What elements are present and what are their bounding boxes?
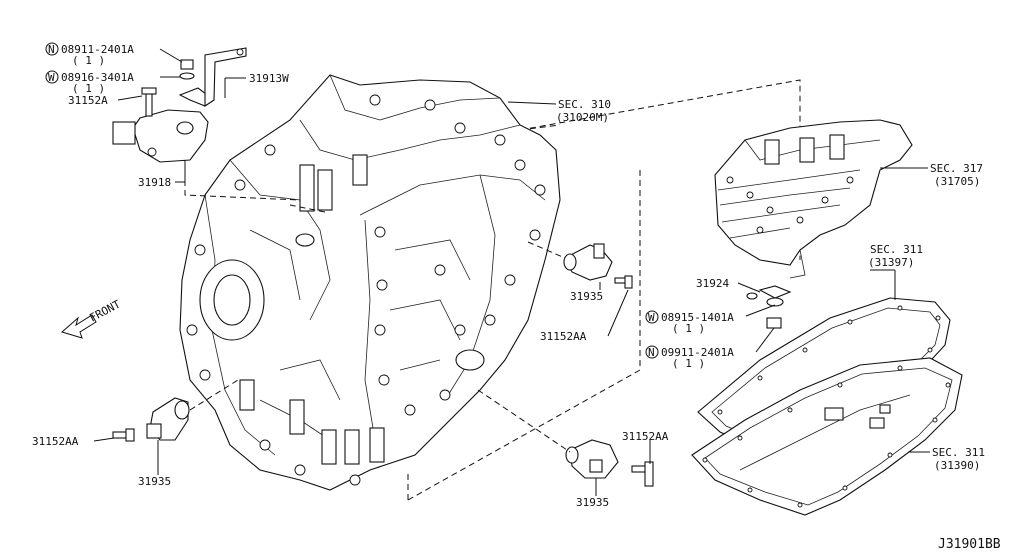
front-arrow bbox=[60, 314, 97, 339]
label-sec-311-top: SEC. 311 bbox=[870, 243, 923, 256]
bracket-31913w bbox=[178, 47, 247, 108]
label-31152aa-mid: 31152AA bbox=[540, 330, 587, 343]
label-31913w: 31913W bbox=[249, 72, 289, 85]
label-08916-3401a: 08916-3401A bbox=[61, 71, 134, 84]
sensor-31935-left bbox=[112, 397, 190, 442]
label-sec-311-bottom-ref: (31390) bbox=[934, 459, 980, 472]
label-sec-310: SEC. 310 bbox=[558, 98, 611, 111]
transmission-case bbox=[179, 74, 561, 491]
n-marker-top bbox=[45, 42, 59, 56]
n-marker-mid-letter: N bbox=[648, 346, 655, 359]
label-31935-left: 31935 bbox=[138, 475, 171, 488]
label-31924: 31924 bbox=[696, 277, 729, 290]
label-08915-1401a: 08915-1401A bbox=[661, 311, 734, 324]
qty-08915-1401a: ( 1 ) bbox=[672, 322, 705, 335]
oil-pan bbox=[691, 357, 963, 516]
w-marker-mid bbox=[645, 310, 659, 324]
label-sec-317: SEC. 317 bbox=[930, 162, 983, 175]
label-sec-317-ref: (31705) bbox=[934, 175, 980, 188]
diagram-code: J31901BB bbox=[938, 537, 1001, 552]
label-31918: 31918 bbox=[138, 176, 171, 189]
sensor-31935-bottom bbox=[565, 439, 654, 487]
label-sec-311-bottom: SEC. 311 bbox=[932, 446, 985, 459]
valve-body-fasteners bbox=[746, 285, 792, 329]
nut-and-washer-top bbox=[179, 59, 195, 80]
qty-08911-2401a-top: ( 1 ) bbox=[72, 54, 105, 67]
w-marker-top-letter: W bbox=[48, 71, 55, 84]
label-09911-2401a: 09911-2401A bbox=[661, 346, 734, 359]
n-marker-mid bbox=[645, 345, 659, 359]
control-valve-body bbox=[714, 119, 913, 279]
front-label: FRONT bbox=[87, 297, 123, 324]
label-08911-2401a-top: 08911-2401A bbox=[61, 43, 134, 56]
label-31152a: 31152A bbox=[68, 94, 108, 107]
label-sec-310-ref: (31020M) bbox=[556, 111, 609, 124]
speed-sensor-assembly-31918 bbox=[112, 87, 209, 163]
sensor-31935-mid bbox=[563, 243, 633, 289]
n-marker-top-letter: N bbox=[48, 43, 55, 56]
label-31935-bottom: 31935 bbox=[576, 496, 609, 509]
label-31152aa-bottom: 31152AA bbox=[622, 430, 669, 443]
w-marker-mid-letter: W bbox=[648, 311, 655, 324]
qty-08916-3401a: ( 1 ) bbox=[72, 82, 105, 95]
leader-lines bbox=[93, 48, 930, 496]
label-31935-mid: 31935 bbox=[570, 290, 603, 303]
label-31152aa-left: 31152AA bbox=[32, 435, 79, 448]
label-sec-311-top-ref: (31397) bbox=[868, 256, 914, 269]
qty-09911-2401a: ( 1 ) bbox=[672, 357, 705, 370]
w-marker-top bbox=[45, 70, 59, 84]
